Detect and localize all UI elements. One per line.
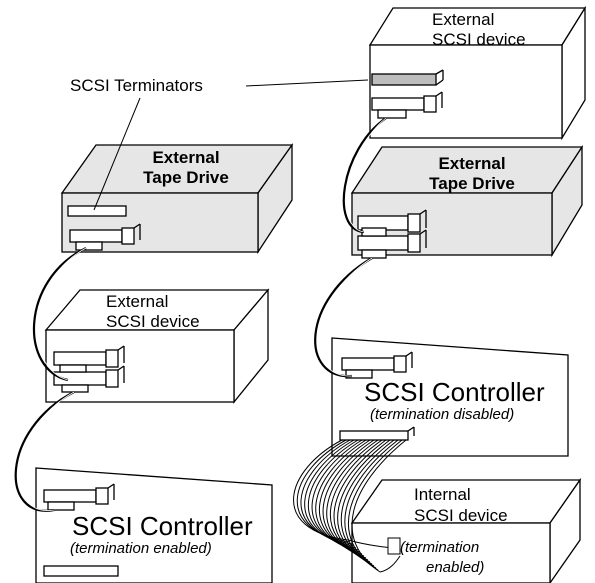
- left-device-connectors: [53, 345, 125, 393]
- ribbon-cable: [293, 439, 407, 573]
- left-controller-label: SCSI Controller: [72, 511, 253, 541]
- left-controller-terminator: [43, 565, 119, 577]
- internal-device-note-line2: enabled): [426, 559, 485, 576]
- left-ext-device-label-line2: SCSI device: [106, 312, 200, 331]
- left-cable-bottom-inner: [18, 391, 75, 511]
- right-controller-connector: [341, 351, 413, 379]
- internal-device-note-line1: (termination: [400, 539, 480, 556]
- left-cable-bottom: [14, 391, 75, 512]
- right-ext-device-label-line2: SCSI device: [432, 30, 526, 49]
- left-controller-connector: [43, 483, 115, 511]
- right-cable-bottom-inner: [317, 257, 373, 377]
- internal-device-label-line1: Internal: [414, 485, 471, 504]
- right-cable-top: [342, 117, 387, 234]
- left-tape-connector: [69, 223, 141, 251]
- internal-scsi-device: [350, 477, 582, 583]
- terminator-callout-right: [245, 79, 369, 87]
- left-cable-top: [32, 247, 87, 382]
- right-cable-bottom: [314, 257, 373, 378]
- right-tape-drive-label-line2: Tape Drive: [429, 174, 515, 193]
- left-cable-top-inner: [36, 247, 87, 381]
- scsi-terminators-label: SCSI Terminators: [70, 76, 203, 95]
- internal-device-label-line2: SCSI device: [414, 506, 508, 525]
- right-cable-top-inner: [346, 117, 387, 233]
- right-controller-label: SCSI Controller: [364, 377, 545, 407]
- right-ext-device-label-line1: External: [432, 10, 495, 29]
- terminator-callout-left: [93, 97, 141, 211]
- right-tape-drive-label-line1: External: [438, 154, 506, 173]
- left-tape-drive-label-line2: Tape Drive: [143, 168, 229, 187]
- left-controller-note: (termination enabled): [70, 540, 212, 557]
- left-ext-device-label-line1: External: [106, 292, 169, 311]
- right-tape-connectors: [357, 209, 427, 259]
- left-tape-drive-label-line1: External: [152, 148, 220, 167]
- right-top-connector: [371, 91, 443, 119]
- right-external-scsi-device: [368, 5, 587, 141]
- right-terminator: [371, 69, 444, 86]
- left-terminator: [67, 205, 127, 217]
- right-controller-note: (termination disabled): [370, 406, 515, 423]
